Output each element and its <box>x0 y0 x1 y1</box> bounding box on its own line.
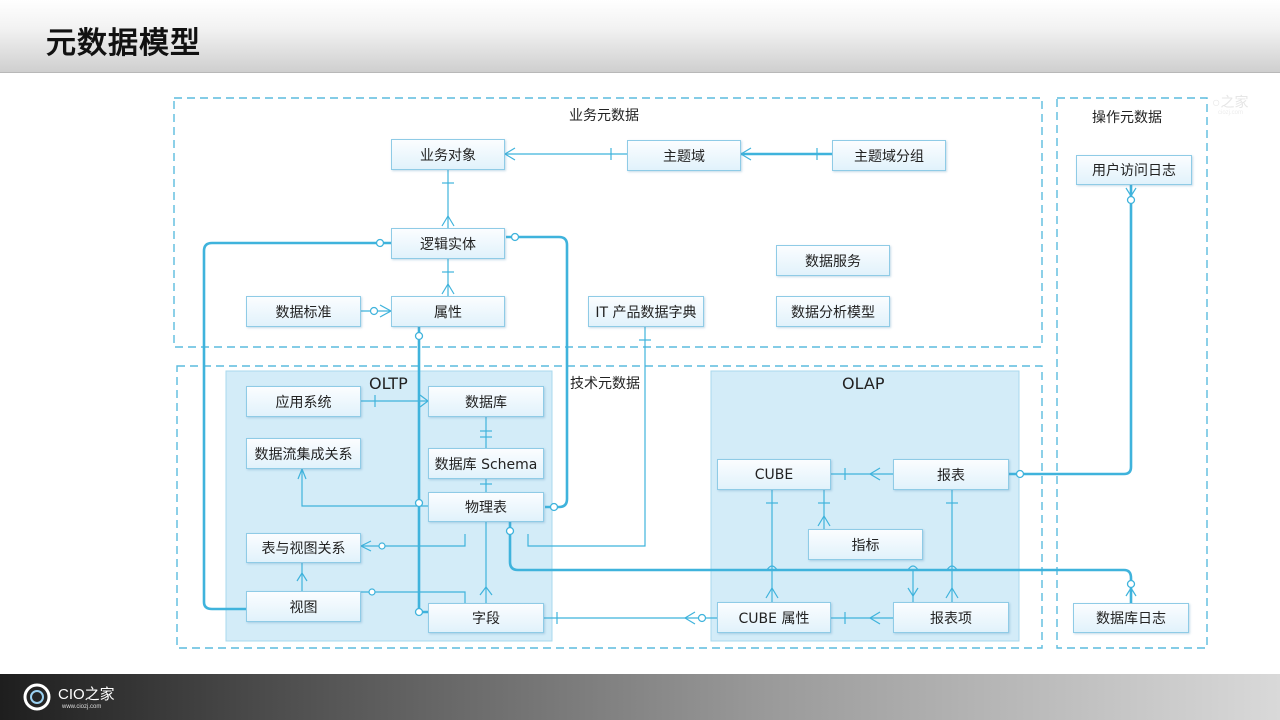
node-logical-entity[interactable]: 逻辑实体 <box>391 228 505 259</box>
node-subject-domain-group[interactable]: 主题域分组 <box>832 140 946 171</box>
node-subject-domain[interactable]: 主题域 <box>627 140 741 171</box>
node-table-view-relation[interactable]: 表与视图关系 <box>246 533 361 563</box>
node-physical-table[interactable]: 物理表 <box>428 492 544 522</box>
operation-region-label: 操作元数据 <box>1092 110 1162 126</box>
connector-endpoints <box>375 195 1136 617</box>
footer-bar: CIO之家 www.ciozj.com <box>0 674 1280 720</box>
node-business-object[interactable]: 业务对象 <box>391 139 505 170</box>
node-app-system[interactable]: 应用系统 <box>246 386 361 417</box>
thick-connectors <box>202 147 1133 614</box>
node-cube-attribute[interactable]: CUBE 属性 <box>717 602 831 633</box>
node-field[interactable]: 字段 <box>428 603 544 633</box>
olap-region-fill <box>710 370 1020 642</box>
operation-region-frame <box>1056 97 1208 649</box>
cio-logo-icon <box>23 683 51 711</box>
technical-region-frame <box>176 365 1043 649</box>
olap-region-label: OLAP <box>842 374 885 393</box>
header-bar: 元数据模型 <box>0 0 1280 73</box>
page-title: 元数据模型 <box>46 26 201 61</box>
watermark-logo: ○之家 <box>1212 94 1249 110</box>
footer-url: www.ciozj.com <box>62 704 102 710</box>
node-it-dictionary[interactable]: IT 产品数据字典 <box>588 296 704 327</box>
node-report[interactable]: 报表 <box>893 459 1009 490</box>
technical-region-label: 技术元数据 <box>570 376 640 392</box>
oltp-region-label: OLTP <box>369 374 408 393</box>
node-attribute[interactable]: 属性 <box>391 296 505 327</box>
crossing-hops <box>766 187 1137 602</box>
node-indicator[interactable]: 指标 <box>808 529 923 560</box>
node-user-access-log[interactable]: 用户访问日志 <box>1076 155 1192 185</box>
node-cube[interactable]: CUBE <box>717 459 831 490</box>
business-region-frame <box>173 97 1043 348</box>
watermark-url: ciozj.com <box>1218 110 1244 116</box>
node-dataflow-relation[interactable]: 数据流集成关系 <box>246 438 361 469</box>
node-data-analysis-model[interactable]: 数据分析模型 <box>776 296 890 327</box>
node-database[interactable]: 数据库 <box>428 386 544 417</box>
node-data-service[interactable]: 数据服务 <box>776 245 890 276</box>
business-region-label: 业务元数据 <box>569 108 639 124</box>
node-data-standard[interactable]: 数据标准 <box>246 296 361 327</box>
footer-brand: CIO之家 <box>58 686 115 703</box>
node-database-schema[interactable]: 数据库 Schema <box>428 448 544 479</box>
node-database-log[interactable]: 数据库日志 <box>1073 603 1189 633</box>
node-view[interactable]: 视图 <box>246 591 361 622</box>
node-report-item[interactable]: 报表项 <box>893 602 1009 633</box>
